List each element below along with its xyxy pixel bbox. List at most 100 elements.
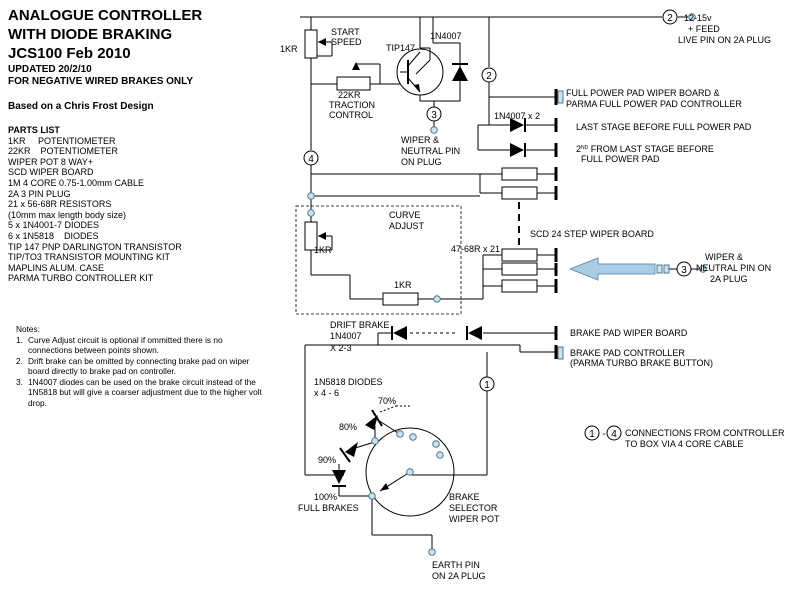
updated-date: UPDATED 20/2/10 [8, 64, 92, 75]
traction-potentiometer [336, 62, 371, 91]
svg-text:1KR: 1KR [314, 245, 332, 255]
svg-text:90%: 90% [318, 455, 336, 465]
svg-text:LAST STAGE BEFORE FULL POWER P: LAST STAGE BEFORE FULL POWER PAD [576, 122, 752, 132]
svg-text:DRIFT BRAKE: DRIFT BRAKE [330, 320, 389, 330]
svg-text:CURVE: CURVE [389, 210, 420, 220]
connection-node-3: 3 [426, 106, 442, 122]
svg-text:FULL POWER PAD WIPER BOARD &: FULL POWER PAD WIPER BOARD & [566, 88, 720, 98]
wiper-arrow [568, 257, 670, 281]
ladder-resistor [501, 248, 538, 262]
svg-text:1: 1 [589, 429, 595, 440]
svg-text:WIPER POT: WIPER POT [449, 514, 500, 524]
start-speed-potentiometer [304, 29, 326, 59]
selector-wiper-arrowhead [380, 483, 389, 491]
parts-item: 1KR POTENTIOMETER [8, 135, 116, 146]
tip147-transistor [396, 47, 444, 96]
svg-text:BRAKE PAD CONTROLLER: BRAKE PAD CONTROLLER [570, 348, 685, 358]
parts-item: WIPER POT 8 WAY+ [8, 156, 94, 167]
svg-text:BRAKE PAD WIPER BOARD: BRAKE PAD WIPER BOARD [570, 328, 688, 338]
brake-selector-pot [365, 427, 455, 517]
svg-text:TIP147: TIP147 [386, 43, 415, 53]
svg-text:1N5818 DIODES: 1N5818 DIODES [314, 377, 383, 387]
ladder-resistor [501, 186, 538, 200]
parts-item: 21 x 56-68R RESISTORS [8, 199, 112, 210]
svg-text:2: 2 [486, 71, 492, 82]
svg-text:1N4007: 1N4007 [330, 331, 362, 341]
curve-adjust-box [295, 205, 462, 315]
design-credit: Based on a Chris Frost Design [8, 101, 154, 112]
diode-lead [379, 405, 397, 413]
svg-text:TRACTION: TRACTION [329, 100, 375, 110]
parts-list-heading: PARTS LIST [8, 125, 60, 135]
connection-node-2-mid: 2 [481, 67, 497, 83]
schematic-labels: 12-15v + FEED LIVE PIN ON 2A PLUG START … [280, 13, 771, 581]
svg-text:NEUTRAL PIN ON: NEUTRAL PIN ON [696, 263, 771, 273]
svg-text:FULL BRAKES: FULL BRAKES [298, 503, 359, 513]
parts-item: 22KR POTENTIOMETER [8, 146, 119, 157]
notes-block: Notes: 1. Curve Adjust circuit is option… [16, 324, 266, 408]
svg-text:SCD 24 STEP WIPER BOARD: SCD 24 STEP WIPER BOARD [530, 229, 654, 239]
svg-text:80%: 80% [339, 422, 357, 432]
legend: 1 - 4 CONNECTIONS FROM CONTROLLER TO BOX… [584, 425, 785, 449]
svg-text:BRAKE: BRAKE [449, 492, 480, 502]
svg-text:1N4007 x 2: 1N4007 x 2 [494, 111, 540, 121]
svg-text:3: 3 [431, 110, 437, 121]
svg-text:70%: 70% [378, 396, 396, 406]
svg-text:LIVE PIN ON 2A PLUG: LIVE PIN ON 2A PLUG [678, 35, 771, 45]
connection-node-4: 4 [303, 150, 319, 166]
svg-text:EARTH PIN: EARTH PIN [432, 560, 480, 570]
svg-text:(PARMA TURBO BRAKE BUTTON): (PARMA TURBO BRAKE BUTTON) [570, 358, 713, 368]
svg-text:100%: 100% [314, 492, 337, 502]
svg-text:SPEED: SPEED [331, 37, 362, 47]
note-number: 2. [16, 355, 23, 366]
curve-adjust-potentiometer [304, 221, 326, 251]
svg-text:+ FEED: + FEED [688, 24, 720, 34]
svg-text:FULL POWER PAD: FULL POWER PAD [581, 154, 660, 164]
drift-brake-diode [391, 326, 407, 340]
svg-text:CONNECTIONS FROM CONTROLLER: CONNECTIONS FROM CONTROLLER [625, 428, 785, 438]
parts-item: MAPLINS ALUM. CASE [8, 262, 105, 273]
svg-text:NEUTRAL PIN: NEUTRAL PIN [401, 146, 460, 156]
subtitle: FOR NEGATIVE WIRED BRAKES ONLY [8, 76, 194, 87]
notes-heading: Notes: [16, 324, 40, 334]
note-number: 3. [16, 376, 23, 387]
second-stage-diode [510, 143, 526, 157]
svg-text:ON PLUG: ON PLUG [401, 157, 442, 167]
brake-diode-80 [339, 442, 358, 463]
svg-text:x 4 - 6: x 4 - 6 [314, 388, 339, 398]
parts-item: TIP/TO3 TRANSISTOR MOUNTING KIT [8, 252, 171, 263]
svg-text:WIPER &: WIPER & [705, 252, 743, 262]
diode-lead [377, 419, 399, 434]
svg-text:1: 1 [484, 380, 490, 391]
svg-text:3: 3 [681, 265, 687, 276]
ladder-resistor [501, 167, 538, 181]
parts-item: (10mm max length body size) [8, 209, 127, 220]
note-text: Drift brake can be omitted by connecting… [28, 355, 250, 377]
note-item: 2. Drift brake can be omitted by connect… [16, 356, 266, 377]
svg-text:4: 4 [611, 429, 617, 440]
curve-resistor-1kr [382, 292, 419, 306]
svg-text:ADJUST: ADJUST [389, 221, 425, 231]
parts-item: PARMA TURBO CONTROLLER KIT [8, 273, 154, 284]
note-number: 1. [16, 334, 23, 345]
parts-item: 5 x 1N4001-7 DIODES [8, 220, 100, 231]
note-item: 3. 1N4007 diodes can be used on the brak… [16, 377, 266, 409]
svg-text:1N4007: 1N4007 [430, 31, 462, 41]
svg-text:-: - [602, 429, 605, 440]
svg-text:CONTROL: CONTROL [329, 110, 373, 120]
full-power-connector [557, 90, 564, 104]
connection-node-1: 1 [479, 376, 495, 392]
parts-item: TIP 147 PNP DARLINGTON TRANSISTOR [8, 241, 182, 252]
ladder-resistor [501, 279, 538, 293]
parts-item: 1M 4 CORE 0.75-1.00mm CABLE [8, 177, 145, 188]
selector-contacts [368, 430, 444, 500]
svg-text:12-15v: 12-15v [684, 13, 712, 23]
svg-text:WIPER &: WIPER & [401, 135, 439, 145]
parts-item: 6 x 1N5818 DIODES [8, 230, 99, 241]
drift-brake-diode [466, 326, 482, 340]
ladder-resistor [501, 262, 538, 276]
note-text: Curve Adjust circuit is optional if ommi… [28, 334, 223, 356]
svg-text:1KR: 1KR [394, 280, 412, 290]
svg-text:2A PLUG: 2A PLUG [710, 274, 748, 284]
